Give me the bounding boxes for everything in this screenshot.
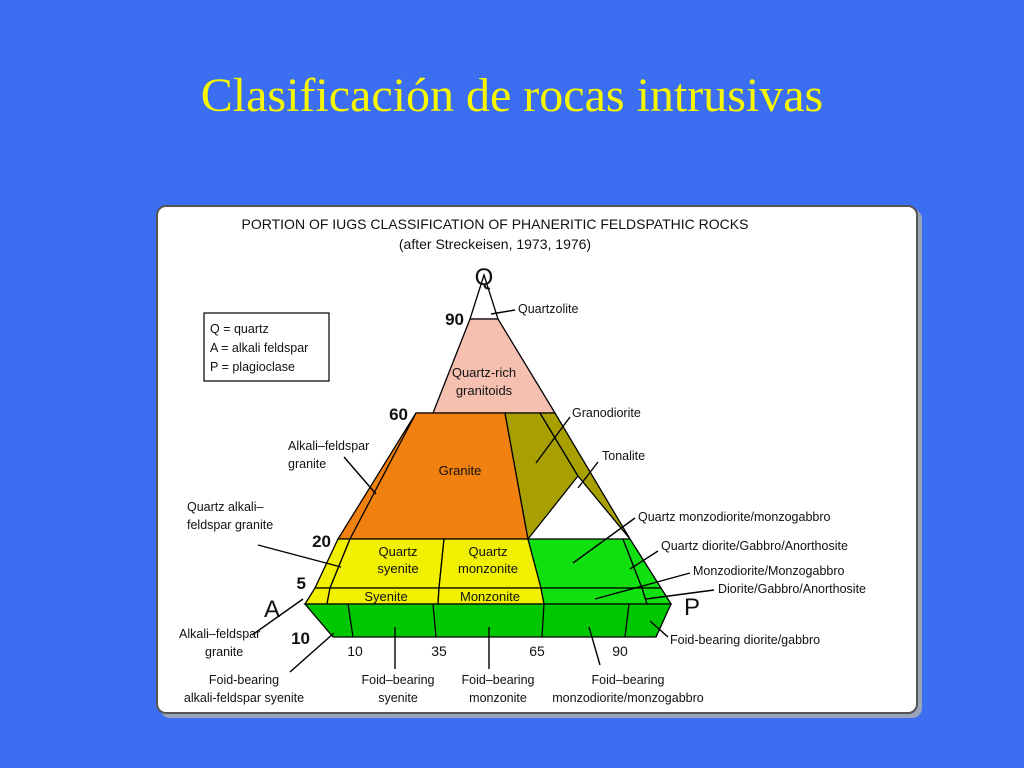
label-quartz-monzonite-1: Quartz: [468, 544, 507, 559]
diagram-subheading: (after Streckeisen, 1973, 1976): [399, 236, 591, 252]
apex-q-label: Q: [475, 264, 494, 291]
callout-alkali-syenite-1: Alkali–feldspar: [179, 627, 260, 641]
callout-foid-monzodiorite-2: monzodiorite/monzogabbro: [552, 691, 704, 705]
callout-alkali-granite-2: granite: [288, 457, 326, 471]
callout-monzodiorite: Monzodiorite/Monzogabbro: [693, 564, 845, 578]
slide-title: Clasificación de rocas intrusivas: [200, 69, 824, 122]
label-quartz-monzonite-2: monzonite: [458, 561, 518, 576]
leader-quartz-diorite: [629, 550, 659, 570]
foid-divider-10: [347, 603, 354, 638]
corner-tick-10: 10: [291, 629, 310, 648]
ap-tick-10: 10: [347, 643, 363, 659]
callout-foid-syenite-2: syenite: [378, 691, 418, 705]
callout-granodiorite: Granodiorite: [572, 406, 641, 420]
field-quartz-monzodiorite: [527, 538, 643, 589]
leader-alkali-granite: [343, 456, 377, 495]
leader-foid-diorite: [649, 620, 669, 638]
classification-diagram: PORTION OF IUGS CLASSIFICATION OF PHANER…: [156, 205, 918, 714]
callout-foid-alkali-1: Foid-bearing: [209, 673, 279, 687]
callout-foid-syenite-1: Foid–bearing: [362, 673, 435, 687]
field-monzodiorite: [540, 587, 648, 605]
field-alkali-feldspar-syenite: [303, 587, 331, 605]
callout-foid-alkali-2: alkali-feldspar syenite: [184, 691, 304, 705]
apex-p-label: P: [684, 594, 700, 621]
leader-quartzolite: [490, 309, 516, 315]
leader-granodiorite: [535, 416, 571, 464]
callout-quartz-alkali-1: Quartz alkali–: [187, 500, 263, 514]
diagram-heading: PORTION OF IUGS CLASSIFICATION OF PHANER…: [242, 216, 749, 232]
leader-tonalite: [577, 461, 599, 489]
label-monzonite: Monzonite: [460, 589, 520, 604]
legend-box: [203, 312, 330, 382]
ap-tick-35: 35: [431, 643, 447, 659]
callout-quartz-alkali-2: feldspar granite: [187, 518, 273, 532]
label-syenite: Syenite: [364, 589, 407, 604]
label-quartz-rich-1: Quartz-rich: [452, 365, 516, 380]
callout-diorite: Diorite/Gabbro/Anorthosite: [718, 582, 866, 596]
q-tick-60: 60: [389, 405, 408, 424]
callout-foid-monzonite-2: monzonite: [469, 691, 527, 705]
leader-quartz-alkali: [257, 544, 342, 568]
leader-foid-monzodiorite: [588, 626, 601, 666]
callout-foid-diorite: Foid-bearing diorite/gabbro: [670, 633, 820, 647]
leader-quartz-monzodiorite: [572, 517, 636, 564]
foid-divider-35: [432, 603, 437, 638]
foid-divider-90: [624, 603, 630, 638]
callout-quartz-diorite: Quartz diorite/Gabbro/Anorthosite: [661, 539, 848, 553]
legend-q: Q = quartz: [210, 322, 269, 336]
q-tick-20: 20: [312, 532, 331, 551]
callout-quartz-monzodiorite: Quartz monzodiorite/monzogabbro: [638, 510, 831, 524]
callout-foid-monzonite-1: Foid–bearing: [462, 673, 535, 687]
qap-diagram-svg: PORTION OF IUGS CLASSIFICATION OF PHANER…: [179, 216, 866, 705]
callout-quartzolite: Quartzolite: [518, 302, 578, 316]
leader-monzodiorite: [594, 572, 691, 600]
foid-divider-65: [541, 603, 545, 638]
label-granite: Granite: [439, 463, 482, 478]
label-quartz-syenite-2: syenite: [377, 561, 418, 576]
leader-foid-alkali: [289, 632, 335, 673]
label-quartz-syenite-1: Quartz: [378, 544, 417, 559]
ap-tick-65: 65: [529, 643, 545, 659]
field-foid-bearing-band: [303, 603, 673, 638]
legend-a: A = alkali feldspar: [210, 341, 308, 355]
leader-alkali-syenite: [251, 598, 304, 636]
callout-foid-monzodiorite-1: Foid–bearing: [592, 673, 665, 687]
ap-tick-90: 90: [612, 643, 628, 659]
q-tick-5: 5: [297, 574, 306, 593]
callout-tonalite: Tonalite: [602, 449, 645, 463]
legend-p: P = plagioclase: [210, 360, 295, 374]
leader-diorite: [645, 589, 715, 600]
apex-a-label: A: [264, 596, 280, 623]
label-quartz-rich-2: granitoids: [456, 383, 513, 398]
q-tick-90: 90: [445, 310, 464, 329]
callout-alkali-granite-1: Alkali–feldspar: [288, 439, 369, 453]
callout-alkali-syenite-2: granite: [205, 645, 243, 659]
